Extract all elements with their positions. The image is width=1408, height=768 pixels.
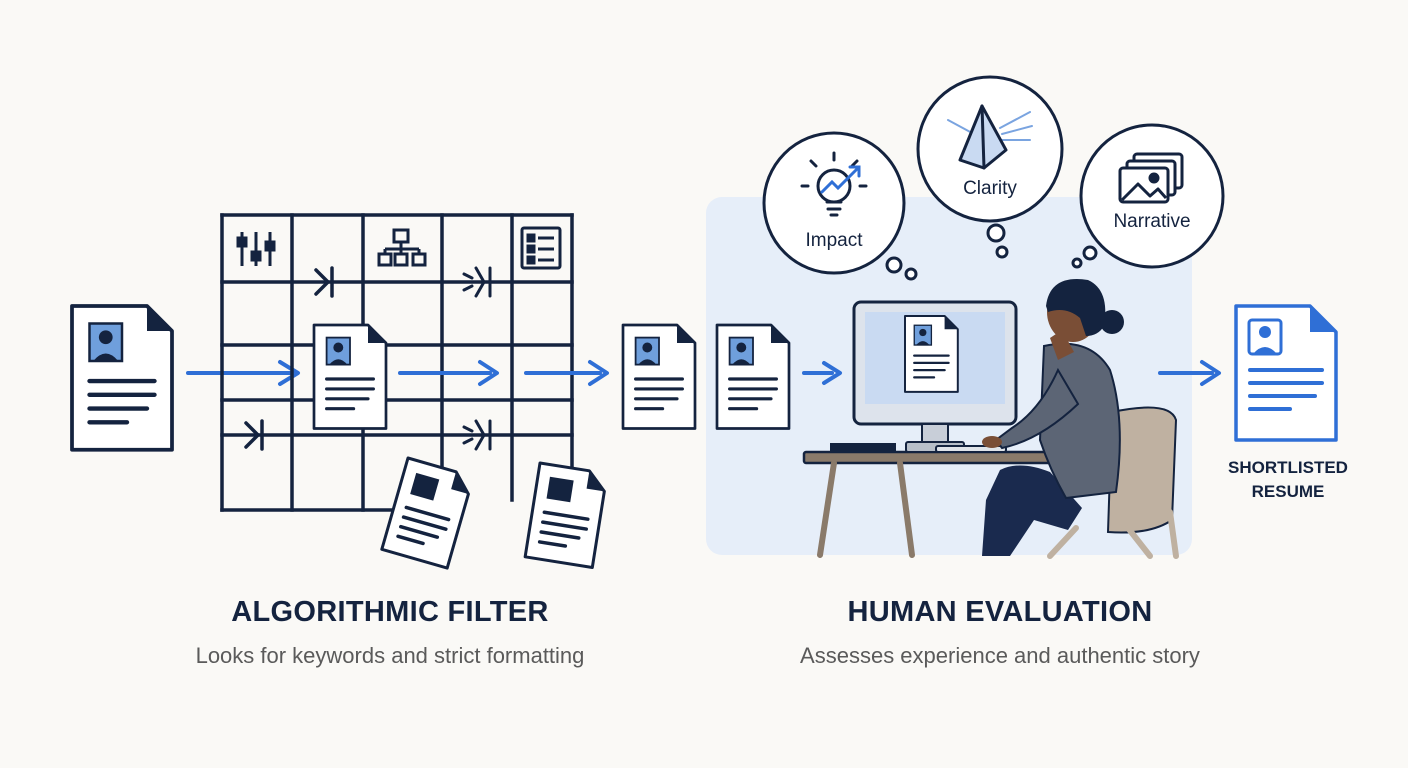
shortlisted-label: SHORTLISTED RESUME [1196, 456, 1380, 504]
arrow-out-of-filter [524, 360, 609, 386]
algorithmic-filter-subtitle: Looks for keywords and strict formatting [195, 643, 585, 668]
bubble-label: Narrative [1113, 211, 1190, 232]
slider-controls-icon [236, 232, 276, 266]
reviewer-person [982, 279, 1124, 556]
filter-grid [220, 213, 574, 512]
image-stack-icon [1118, 152, 1184, 204]
thought-dots [885, 223, 1098, 281]
thought-bubble-narrative: Narrative [1079, 123, 1225, 269]
computer-monitor [852, 300, 1018, 453]
thought-bubble-impact: Impact [762, 131, 906, 275]
thought-bubble-clarity: Clarity [916, 75, 1064, 223]
hierarchy-icon [377, 228, 427, 267]
shortlisted-label-line2: RESUME [1251, 482, 1325, 501]
passed-resume [621, 323, 697, 431]
input-resume [72, 306, 172, 450]
bubble-label: Impact [805, 230, 863, 251]
resume-under-review [715, 323, 791, 431]
human-evaluation-title: HUMAN EVALUATION [847, 596, 1153, 628]
algorithmic-filter-title: ALGORITHMIC FILTER [231, 596, 549, 628]
human-evaluation-subtitle: Assesses experience and authentic story [800, 643, 1200, 668]
arrow-into-filter [186, 360, 300, 386]
resume-in-filter [312, 323, 388, 431]
arrow-to-reviewer [802, 361, 842, 385]
rejected-resume [523, 461, 609, 570]
shortlisted-resume [1234, 304, 1338, 442]
arrow-within-filter [398, 360, 499, 386]
arrow-to-shortlist [1158, 360, 1221, 386]
rejected-resume [380, 456, 476, 570]
prism-icon [947, 104, 1033, 170]
chair [1047, 406, 1179, 559]
shortlisted-label-line1: SHORTLISTED [1228, 458, 1348, 477]
lightbulb-growth-icon [800, 151, 868, 217]
list-icon [520, 226, 562, 270]
bubble-label: Clarity [963, 178, 1017, 199]
desk [802, 443, 1076, 558]
